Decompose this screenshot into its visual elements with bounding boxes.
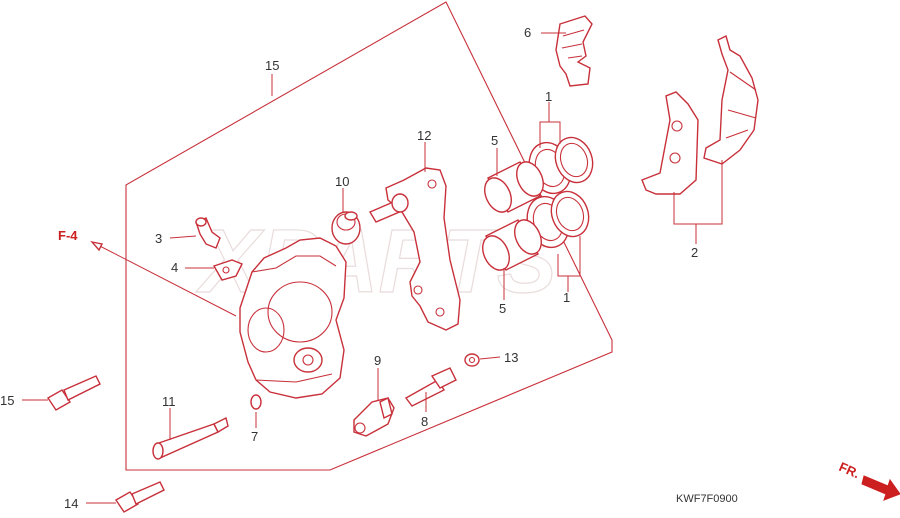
figure-code: KWF7F0900 <box>676 493 738 505</box>
caliper-piston-lower[interactable] <box>478 216 547 275</box>
caliper-piston-upper[interactable] <box>480 158 549 217</box>
callout-1-lower: 1 <box>563 290 570 305</box>
o-ring[interactable] <box>250 394 262 410</box>
mounting-bolt-lower[interactable] <box>115 481 165 513</box>
callout-7: 7 <box>251 429 258 444</box>
caliper-pin-bolt[interactable] <box>152 416 229 460</box>
bleed-screw[interactable] <box>195 217 221 249</box>
callout-15-upper: 15 <box>0 393 14 408</box>
callout-15-lower: 14 <box>64 496 78 511</box>
bleed-cap[interactable] <box>212 259 243 281</box>
flange-bolt[interactable] <box>404 367 457 407</box>
washer[interactable] <box>464 353 480 367</box>
callout-2: 2 <box>691 245 698 260</box>
callout-6: 6 <box>524 25 531 40</box>
callout-5-upper: 5 <box>491 133 498 148</box>
leader-lines <box>22 32 723 504</box>
callout-13: 15 <box>265 58 279 73</box>
callout-8: 8 <box>421 414 428 429</box>
reference-label: F-4 <box>58 228 78 243</box>
callout-11: 11 <box>162 394 176 409</box>
callout-14: 12 <box>417 128 431 143</box>
pin-boot[interactable] <box>331 211 361 245</box>
brake-pad-front[interactable] <box>641 91 699 195</box>
brake-pad-rear[interactable] <box>703 34 759 165</box>
pad-spring[interactable] <box>555 15 593 87</box>
mounting-bolt-upper[interactable] <box>47 375 101 411</box>
callout-4: 4 <box>171 260 178 275</box>
callout-3: 3 <box>155 231 162 246</box>
callout-12: 13 <box>504 350 518 365</box>
front-direction-indicator: FR. <box>837 459 900 501</box>
callout-9: 9 <box>374 353 381 368</box>
callout-5-lower: 5 <box>499 301 506 316</box>
callout-10: 10 <box>335 174 349 189</box>
pin-bolt[interactable] <box>353 396 395 437</box>
arrow-right-icon <box>861 475 900 501</box>
caliper-body[interactable] <box>239 237 347 399</box>
assembly-frame <box>125 1 613 471</box>
callout-1-upper: 1 <box>545 89 552 104</box>
bracket-pin[interactable] <box>368 193 409 223</box>
direction-label: FR. <box>837 459 862 481</box>
